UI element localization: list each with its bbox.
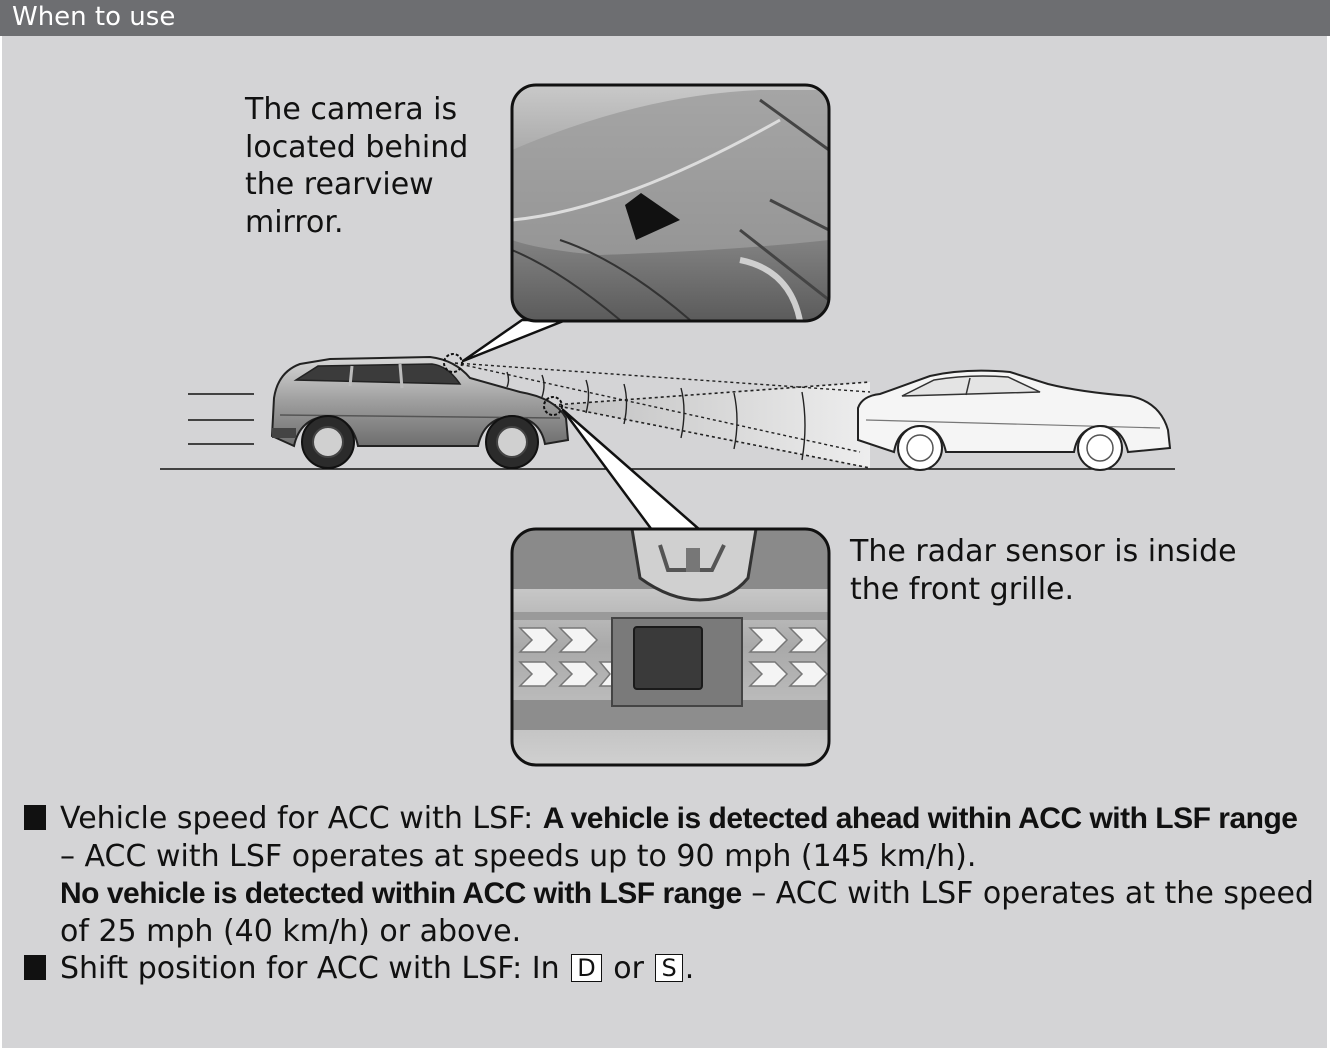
gear-s-key: S (655, 954, 683, 982)
camera-inset-image (510, 83, 831, 323)
speed-not-detected-condition: No vehicle is detected within ACC with L… (60, 877, 742, 910)
note-vehicle-speed: Vehicle speed for ACC with LSF: A vehicl… (24, 800, 1314, 950)
shift-or: or (603, 951, 654, 986)
sedan-vehicle (857, 369, 1172, 471)
speed-label: Vehicle speed for ACC with LSF: (60, 801, 543, 836)
radar-grille-inset-image (510, 527, 831, 767)
frame-border-left (0, 36, 2, 1048)
speed-detected-text: – ACC with LSF operates at speeds up to … (60, 838, 977, 874)
note-shift-position: Shift position for ACC with LSF: In D or… (24, 950, 1314, 988)
frame-border-right (1327, 36, 1330, 1048)
camera-location-marker (443, 353, 463, 373)
conditions-notes: Vehicle speed for ACC with LSF: A vehicl… (24, 800, 1314, 988)
bullet-square-icon (24, 955, 46, 980)
gear-d-key: D (571, 954, 602, 982)
bullet-square-icon (24, 805, 46, 830)
camera-location-caption: The camera is located behind the rearvie… (245, 92, 469, 240)
shift-end: . (684, 951, 695, 986)
camera-callout-pointer (461, 318, 568, 363)
section-title: When to use (12, 2, 176, 32)
speed-detected-condition: A vehicle is detected ahead within ACC w… (542, 802, 1298, 835)
suv-vehicle (270, 353, 570, 469)
radar-location-caption: The radar sensor is inside the front gri… (850, 534, 1237, 607)
radar-location-marker (543, 396, 563, 416)
speed-not-detected-text: – ACC with LSF operates at the speed of … (60, 876, 1314, 949)
section-header: When to use (0, 0, 1330, 36)
radar-beam (454, 362, 871, 469)
shift-label: Shift position for ACC with LSF: In (60, 951, 570, 986)
motion-lines (188, 393, 254, 445)
camera-icon (625, 193, 680, 240)
radar-sensor-icon (633, 626, 703, 690)
